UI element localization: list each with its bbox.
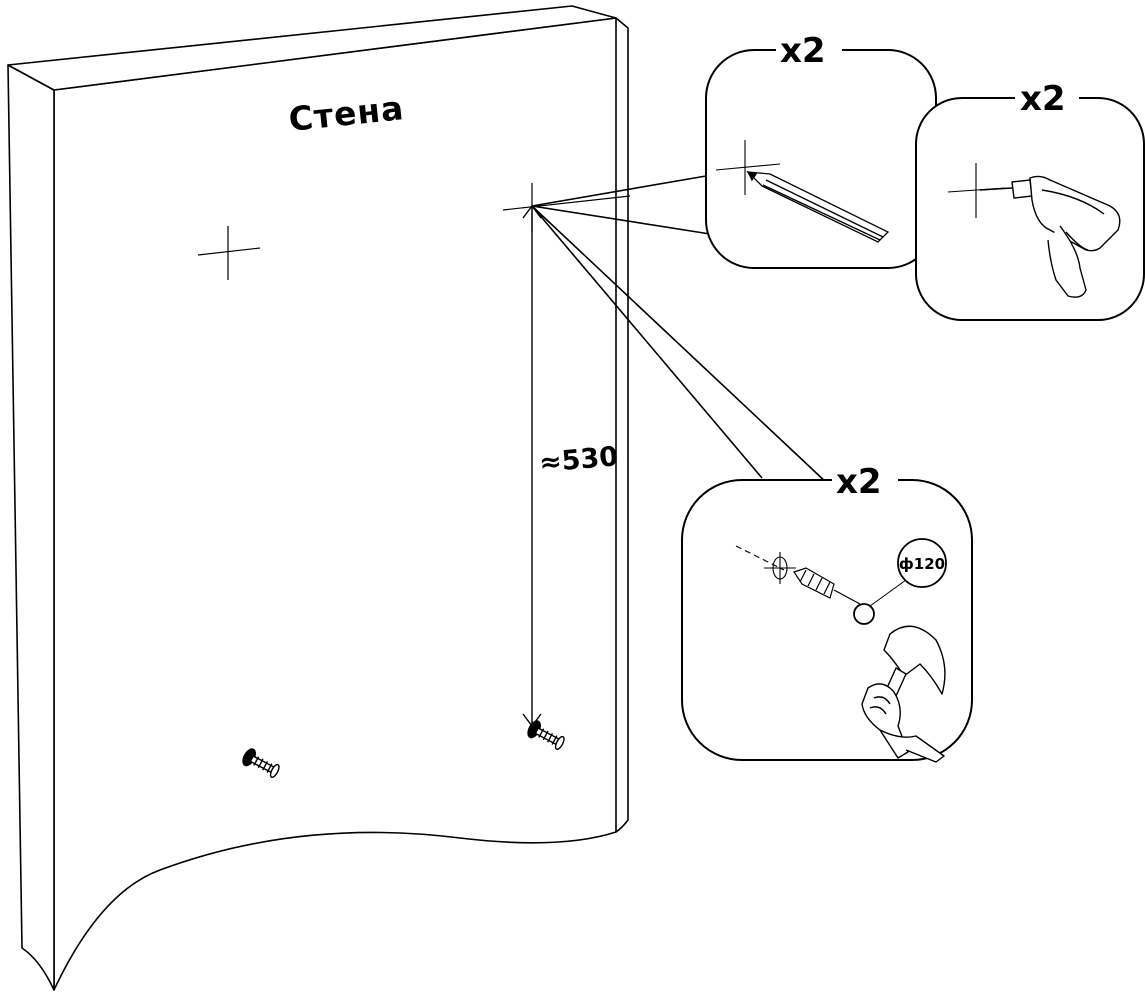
cross-mark <box>715 140 781 195</box>
pencil-icon <box>746 171 890 243</box>
hammer-icon <box>861 625 946 763</box>
callout-anchor: x2 ф120 <box>531 205 973 763</box>
callout-count-label: x2 <box>780 31 826 71</box>
diameter-label: ф120 <box>899 555 945 573</box>
eye-hook-icon <box>853 603 875 625</box>
wall-panel <box>7 5 629 991</box>
screw-icon <box>242 748 280 778</box>
callout-count-label: x2 <box>836 462 882 502</box>
screw-icon <box>527 720 565 750</box>
callout-pencil: x2 <box>531 31 937 269</box>
drill-axis-line <box>735 545 785 571</box>
diameter-badge <box>897 538 947 588</box>
left-cross-mark <box>197 226 261 280</box>
callout-drill: x2 <box>915 79 1145 321</box>
dimension-label: ≈530 <box>538 441 619 479</box>
callout-count-label: x2 <box>1020 79 1066 119</box>
drill-icon <box>979 175 1121 298</box>
wall-plug-icon <box>793 567 861 605</box>
hole-cross-icon <box>764 552 796 584</box>
